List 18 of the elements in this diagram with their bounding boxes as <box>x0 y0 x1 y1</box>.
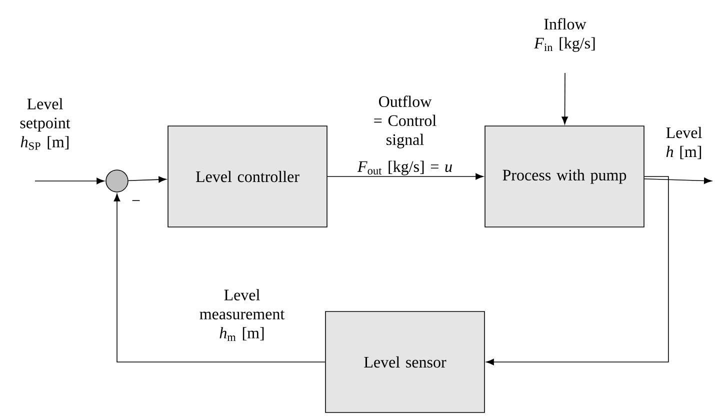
arrow <box>486 176 669 366</box>
block-box: Level sensor <box>325 311 485 413</box>
edge-label: Inflow F$_{in}$ [kg/s] <box>534 18 595 52</box>
sign-label: − <box>132 200 140 201</box>
block-box: Level controller <box>168 126 328 228</box>
arrow <box>562 72 568 124</box>
signal-label: Outflow = Control signal <box>374 96 436 148</box>
block-box: Process with pump <box>484 126 644 228</box>
summing-junction <box>106 170 128 192</box>
edge-label: Level h [m] <box>666 126 702 160</box>
arrow <box>128 176 166 183</box>
arrow <box>34 178 104 184</box>
arrow <box>644 178 712 184</box>
edge-label: Level measurement h$_{m}$ [m] <box>200 289 285 341</box>
arrow <box>114 194 326 362</box>
arrow <box>327 173 484 180</box>
edge-label: Level setpoint h$_{SP}$ [m] <box>20 98 70 150</box>
edge-label: F$_{out}$ [kg/s] = u <box>357 160 452 176</box>
